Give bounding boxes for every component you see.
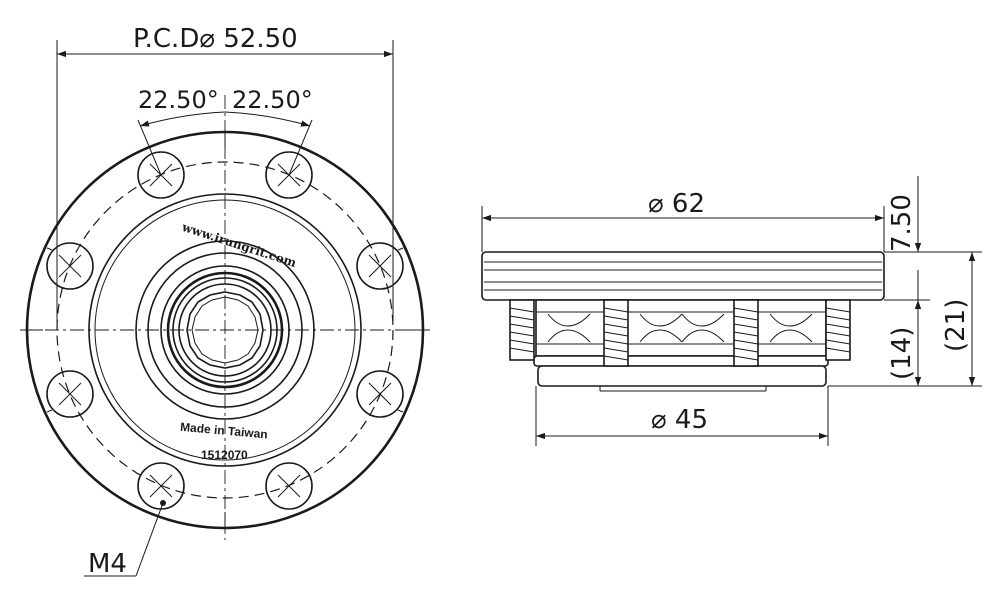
screw — [733, 299, 759, 367]
bolt-hole — [356, 370, 404, 418]
pcd-label: P.C.D⌀ 52.50 — [133, 24, 298, 54]
front-view: www.irungrit.com Made in Taiwan 1512070 … — [20, 24, 430, 579]
m4-label: M4 — [88, 549, 127, 579]
h21-label: (21) — [941, 299, 971, 352]
bolt-holes — [46, 151, 404, 510]
inner-body — [535, 299, 827, 357]
m4-leader-line — [135, 502, 164, 577]
angle-left-label: 22.50° — [138, 86, 219, 114]
screw — [825, 299, 851, 361]
hub-spline — [186, 291, 264, 369]
angle-extension-left — [137, 119, 162, 176]
dia45-label: ⌀ 45 — [651, 405, 708, 435]
dia62-label: ⌀ 62 — [648, 189, 705, 219]
angle-arc-right — [224, 111, 311, 127]
bolt-hole — [265, 462, 313, 510]
screws — [509, 299, 851, 367]
bolt-hole — [46, 242, 94, 290]
bolt-hole — [46, 370, 94, 418]
bolt-hole — [356, 242, 404, 290]
angle-extension-right — [288, 119, 313, 176]
top-flange — [481, 251, 885, 301]
screw — [603, 299, 629, 367]
springs — [547, 313, 813, 343]
code-marking: 1512070 — [201, 448, 248, 462]
h14-label: (14) — [887, 327, 917, 380]
screw — [509, 299, 535, 361]
base-plate — [537, 365, 827, 387]
origin-marking: Made in Taiwan — [180, 420, 269, 442]
h750-label: 7.50 — [887, 194, 917, 252]
angle-right-label: 22.50° — [232, 86, 313, 114]
side-view: ⌀ 62 ⌀ 45 7.50 (14) (21) — [481, 176, 982, 446]
angle-arc-left — [139, 111, 226, 127]
base-ring — [533, 355, 829, 367]
